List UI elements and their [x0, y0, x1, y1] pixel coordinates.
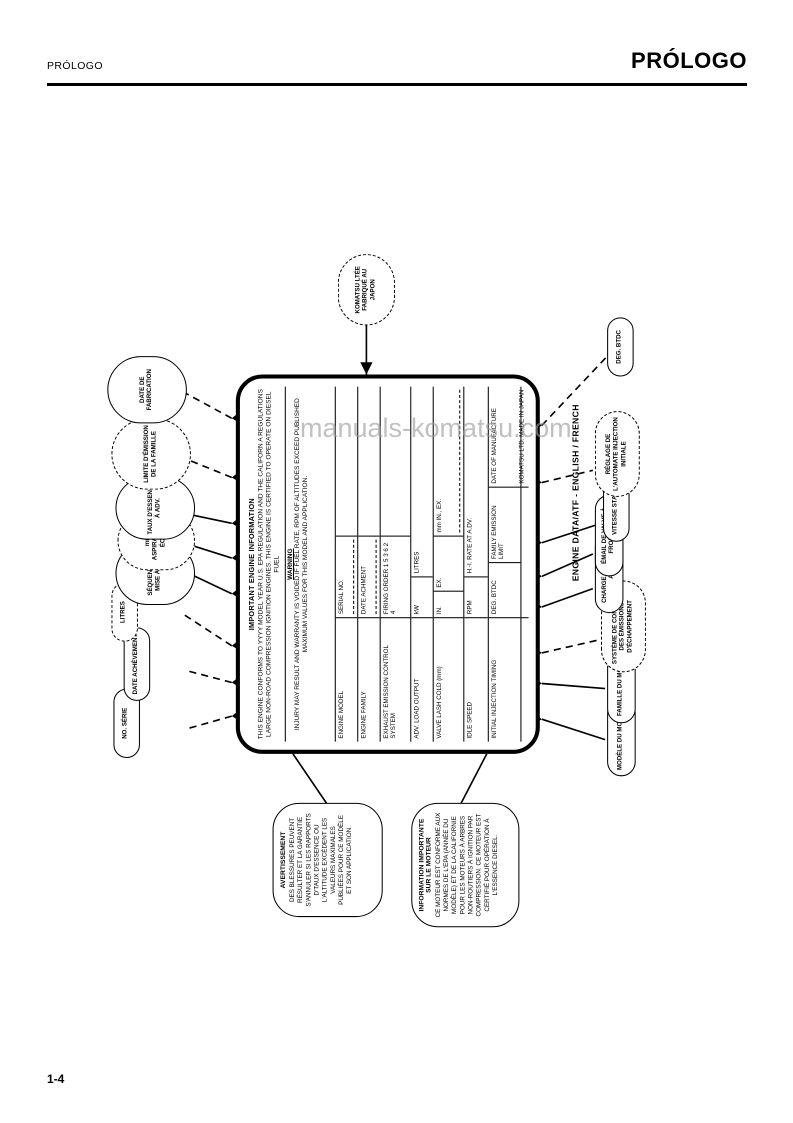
callout-label: DATE DE FABRICATION	[139, 369, 153, 411]
figure-rotated-stage: IMPORTANT ENGINE INFORMATION THIS ENGINE…	[60, 128, 733, 928]
cell-blank	[520, 617, 529, 742]
plate-divider-1	[283, 386, 286, 742]
plate-spec-table: ENGINE MODEL SERIAL NO. ENGINE FAMILY DA…	[334, 386, 529, 742]
table-row: EXHAUST EMISSION CONTROL SYSTEM FIRING O…	[380, 386, 411, 742]
cell-firing-order: FIRING ORDER 1 5 3 6 2 4	[380, 535, 410, 618]
callout-deg-btdc[interactable]: DEG. BTDC	[606, 317, 634, 377]
cell-deg-btdc-unit: DEG. BTDC	[488, 562, 520, 618]
cell-blank	[380, 387, 410, 536]
callout-label: KOMATSU LTÉE FABRIQUÉ AU JAPON	[354, 266, 376, 314]
plate-title: IMPORTANT ENGINE INFORMATION	[246, 498, 256, 631]
cell-emission-system-label: EXHAUST EMISSION CONTROL SYSTEM	[380, 617, 410, 742]
cell-kw-unit: kW	[410, 576, 433, 618]
cell-in-label: IN.	[433, 590, 463, 618]
cell-date-of-manufacture-label: DATE OF MANUFACTURE	[489, 408, 497, 484]
table-row: IDLE SPEED RPM H.-I. RATE AT A.DV.	[463, 386, 489, 742]
plate-warning-text: INJURY MAY RESULT AND WARRANTY IS VOIDED…	[293, 398, 309, 731]
cell-adv-load-output-label: ADV. LOAD OUTPUT	[410, 617, 433, 742]
callout-label: DEG. BTDC	[616, 330, 623, 364]
cell-ex-label: EX.	[433, 535, 463, 591]
warning-box-text: DES BLESSURES PEUVENT RÉSULTER ET LA GAR…	[288, 813, 353, 907]
cell-date-achmt-label: DATE ACHMENT	[357, 535, 380, 618]
cell-litres-unit: LITRES	[412, 551, 420, 574]
callout-label: DATE ACHÈVEMENT	[132, 633, 139, 695]
page-header: PRÓLOGO PRÓLOGO	[47, 48, 747, 86]
cell-blank	[520, 486, 529, 618]
figure-caption: ENGINE DATA/ATF - ENGLISH / FRENCH	[569, 404, 581, 582]
callout-label: NO. SÉRIE	[122, 707, 129, 739]
cell-blank	[358, 387, 379, 536]
cell-text: SERIAL NO.	[336, 579, 344, 615]
cell-komatsu-made-in-japan: KOMATSU LTD. MADE IN JAPAN	[517, 389, 525, 484]
engine-information-plate: IMPORTANT ENGINE INFORMATION THIS ENGINE…	[235, 374, 540, 754]
plate-conformance-text: THIS ENGINE CONFORMS TO YYYY MODEL YEAR …	[256, 389, 281, 740]
fill-in-line	[352, 539, 354, 615]
cell-text: mm IN., EX.	[434, 499, 442, 533]
table-row: ADV. LOAD OUTPUT kW LITRES	[410, 386, 434, 742]
cell-hi-rate-label: H.-I. RATE AT A.DV.	[465, 517, 473, 574]
fill-in-line	[375, 539, 377, 615]
callout-label: RÉGLAGE DE L'AUTOMATE INJECTION INITIALE	[605, 417, 627, 491]
cell-text: FIRING ORDER	[381, 568, 389, 615]
cell-engine-family-label: ENGINE FAMILY	[357, 617, 380, 742]
fill-in-line	[458, 389, 460, 533]
callout-komatsu-made-in-japan[interactable]: KOMATSU LTÉE FABRIQUÉ AU JAPON	[337, 254, 395, 326]
info-box-text: CE MOTEUR EST CONFORME AUX NORMES DE L'E…	[434, 812, 499, 918]
cell-engine-model-label: ENGINE MODEL	[335, 617, 357, 742]
cell-idle-speed-label: IDLE SPEED	[463, 617, 488, 742]
cell-text: DATE ACHMENT	[359, 565, 367, 615]
cell-family-emission-limit-label: FAMILY EMISSION LIMIT	[488, 486, 520, 563]
callout-family-emission-limit[interactable]: LIMITE D'ÉMISSION DE LA FAMILLE	[110, 418, 191, 490]
callout-manufacture-date[interactable]: DATE DE FABRICATION	[106, 356, 187, 424]
cell-blank	[335, 387, 356, 536]
callout-label: LIMITE D'ÉMISSION DE LA FAMILLE	[143, 425, 157, 483]
cell-mm-in-ex: mm IN., EX.	[433, 387, 463, 536]
engine-data-figure: IMPORTANT ENGINE INFORMATION THIS ENGINE…	[0, 110, 793, 928]
footer-page-number: 1-4	[47, 1072, 65, 1086]
page-title: PRÓLOGO	[631, 48, 747, 73]
table-row: VALVE LASH COLD (mm) IN. EX. mm IN., EX.	[433, 386, 464, 742]
cell-injection-timing-label: INITIAL INJECTION TIMING	[488, 617, 520, 742]
plate-warning-heading: WARNING	[286, 548, 294, 580]
plate-inner: IMPORTANT ENGINE INFORMATION THIS ENGINE…	[246, 386, 529, 742]
callout-label: LITRES	[120, 601, 127, 623]
cell-serial-no-label: SERIAL NO.	[335, 535, 357, 618]
warning-box-title: AVERTISSEMENT	[279, 831, 287, 889]
table-row: ENGINE MODEL SERIAL NO.	[335, 386, 358, 742]
table-row: KOMATSU LTD. MADE IN JAPAN	[517, 387, 529, 742]
callout-injection-timing[interactable]: RÉGLAGE DE L'AUTOMATE INJECTION INITIALE	[594, 411, 640, 497]
cell-rpm-unit: RPM	[463, 576, 488, 618]
warning-box-french: AVERTISSEMENT DES BLESSURES PEUVENT RÉSU…	[272, 802, 383, 918]
info-box-title: INFORMATION IMPORTANTE SUR LE MOTEUR	[417, 818, 433, 912]
table-row: INITIAL INJECTION TIMING DEG. BTDC FAMIL…	[488, 386, 521, 742]
info-box-french: INFORMATION IMPORTANTE SUR LE MOTEUR CE …	[410, 802, 519, 928]
header-left-title: PRÓLOGO	[47, 60, 103, 72]
cell-valve-lash-label: VALVE LASH COLD (mm)	[433, 617, 463, 742]
header-divider	[47, 83, 747, 86]
table-row: ENGINE FAMILY DATE ACHMENT	[357, 386, 381, 742]
